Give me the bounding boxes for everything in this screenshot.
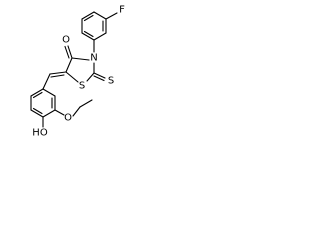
atom-s-ring: S <box>79 81 85 92</box>
atom-f: F <box>119 5 125 16</box>
bond-c2-s <box>93 72 106 79</box>
bond-c-f <box>105 12 118 20</box>
bond-c5-s1 <box>65 71 79 83</box>
bond-aryl-1 <box>42 88 56 97</box>
bond-aryl-4-double <box>32 107 43 115</box>
bonds <box>30 11 118 128</box>
molecule-structure: F O N S S O HO <box>30 5 125 139</box>
bond-ch2-ch3 <box>79 99 93 108</box>
bond-c4-c5 <box>65 57 73 73</box>
bond-c4-o <box>67 45 73 59</box>
bond-phenyl-4-double <box>83 30 94 38</box>
atom-oh: HO <box>32 128 48 139</box>
atom-o-carbonyl: O <box>62 35 70 46</box>
bond-c4-o-double <box>64 45 70 59</box>
bond-s1-c2 <box>86 72 95 82</box>
bond-c2-s-double <box>93 75 105 82</box>
bond-phenyl-6 <box>81 11 95 20</box>
bond-phenyl-6-double <box>83 14 94 22</box>
bond-oether-ch2 <box>72 106 81 117</box>
bond-aryl-3 <box>42 109 56 118</box>
bond-aryl-4 <box>30 109 44 118</box>
atom-n: N <box>90 53 97 64</box>
bond-phenyl-3 <box>93 32 107 41</box>
bond-phenyl-1 <box>93 11 107 20</box>
atom-s-thioxo: S <box>108 76 114 87</box>
bond-n-c4 <box>71 57 90 61</box>
bond-exo-1-double <box>50 74 65 78</box>
atom-labels: F O N S S O HO <box>32 5 125 139</box>
bond-aryl-oether <box>54 109 65 116</box>
bond-exo-1 <box>49 71 67 75</box>
atom-o-ether: O <box>64 113 72 124</box>
bond-aryl-6 <box>30 88 44 97</box>
bond-exo-2 <box>42 73 51 90</box>
bond-aryl-6-double <box>32 91 43 99</box>
bond-phenyl-4 <box>81 32 95 41</box>
